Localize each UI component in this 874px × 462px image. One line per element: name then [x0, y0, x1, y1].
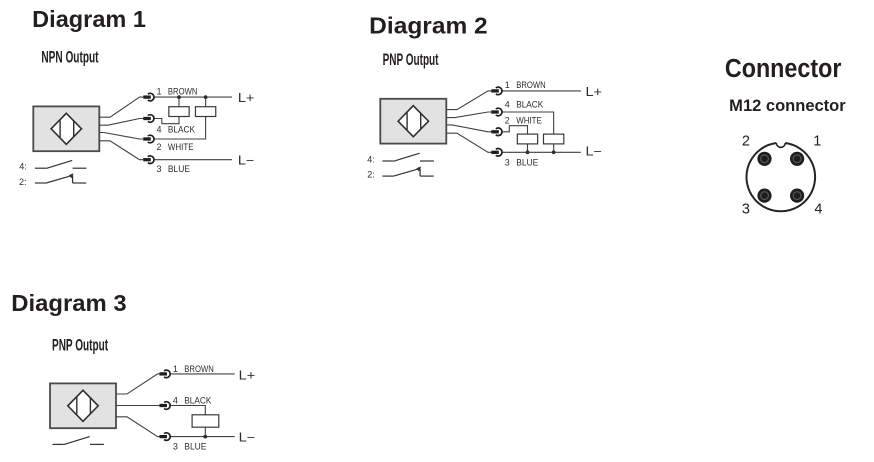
svg-text:4:: 4: — [367, 154, 375, 164]
svg-text:Diagram 3: Diagram 3 — [11, 290, 126, 316]
svg-text:3: 3 — [742, 202, 750, 218]
svg-text:BROWN: BROWN — [516, 80, 546, 90]
svg-text:BLUE: BLUE — [184, 442, 206, 452]
svg-text:4: 4 — [157, 125, 162, 135]
svg-text:2:: 2: — [19, 177, 27, 187]
svg-text:2: 2 — [505, 115, 510, 125]
svg-text:2: 2 — [157, 142, 162, 152]
svg-text:Diagram 1: Diagram 1 — [32, 6, 146, 32]
svg-text:BLACK: BLACK — [184, 396, 211, 406]
svg-text:1: 1 — [173, 364, 178, 374]
svg-text:3: 3 — [505, 158, 510, 168]
svg-text:4:: 4: — [19, 161, 27, 171]
svg-text:4: 4 — [505, 100, 510, 110]
svg-text:2: 2 — [742, 134, 750, 150]
svg-text:Connector: Connector — [725, 55, 842, 83]
svg-text:BLUE: BLUE — [516, 158, 538, 168]
svg-text:L−: L− — [238, 154, 255, 168]
svg-text:PNP Output: PNP Output — [52, 337, 108, 355]
svg-text:Diagram 2: Diagram 2 — [369, 13, 488, 39]
svg-text:3: 3 — [157, 164, 162, 174]
svg-text:L−: L− — [586, 144, 603, 158]
svg-text:1: 1 — [505, 80, 510, 90]
svg-text:M12 connector: M12 connector — [729, 97, 846, 115]
svg-text:PNP Output: PNP Output — [383, 51, 439, 69]
svg-text:L+: L+ — [239, 369, 256, 383]
svg-text:WHITE: WHITE — [168, 142, 194, 152]
svg-text:1: 1 — [157, 86, 162, 96]
svg-text:WHITE: WHITE — [516, 115, 542, 125]
svg-text:3: 3 — [173, 442, 178, 452]
svg-text:BROWN: BROWN — [184, 364, 214, 374]
svg-text:NPN Output: NPN Output — [41, 49, 98, 67]
svg-text:L−: L− — [239, 431, 256, 445]
svg-text:4: 4 — [173, 396, 178, 406]
svg-text:BLACK: BLACK — [168, 125, 195, 135]
svg-text:1: 1 — [813, 134, 821, 150]
svg-text:BLUE: BLUE — [168, 164, 190, 174]
svg-text:L+: L+ — [238, 91, 255, 105]
svg-text:BROWN: BROWN — [168, 86, 198, 96]
svg-text:2:: 2: — [367, 170, 375, 180]
svg-text:BLACK: BLACK — [516, 100, 543, 110]
svg-text:4: 4 — [814, 202, 822, 218]
svg-text:L+: L+ — [586, 85, 603, 99]
